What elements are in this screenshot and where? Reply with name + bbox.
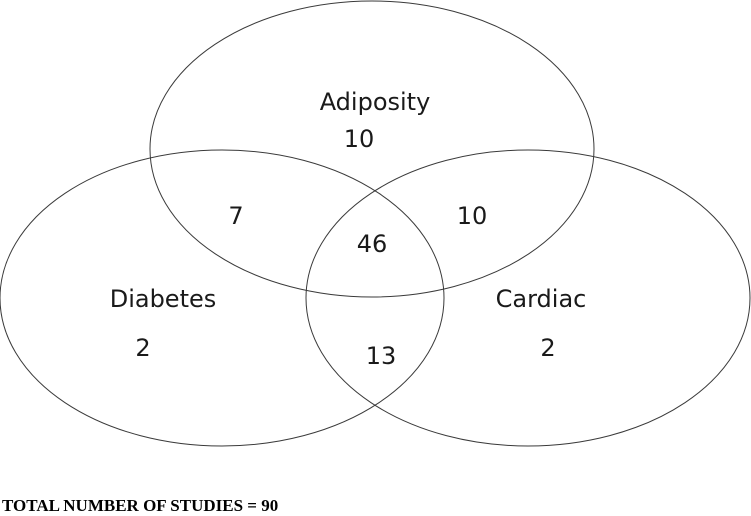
diabetes-cardiac-count: 13: [366, 342, 397, 370]
diabetes-circle: [0, 149, 445, 447]
cardiac-only-count: 2: [540, 334, 555, 362]
adiposity-label: Adiposity: [320, 88, 431, 116]
total-studies-caption: TOTAL NUMBER OF STUDIES = 90: [2, 496, 279, 515]
all-three-count: 46: [357, 230, 388, 258]
diabetes-only-count: 2: [135, 334, 150, 362]
adiposity-only-count: 10: [344, 125, 375, 153]
diabetes-label: Diabetes: [110, 285, 217, 313]
venn-diagram: Adiposity 10 7 10 46 Diabetes 2 Cardiac …: [0, 0, 751, 447]
cardiac-label: Cardiac: [496, 285, 587, 313]
adiposity-circle: [149, 0, 595, 298]
adiposity-diabetes-count: 7: [228, 202, 243, 230]
adiposity-cardiac-count: 10: [457, 202, 488, 230]
cardiac-circle: [305, 149, 751, 447]
